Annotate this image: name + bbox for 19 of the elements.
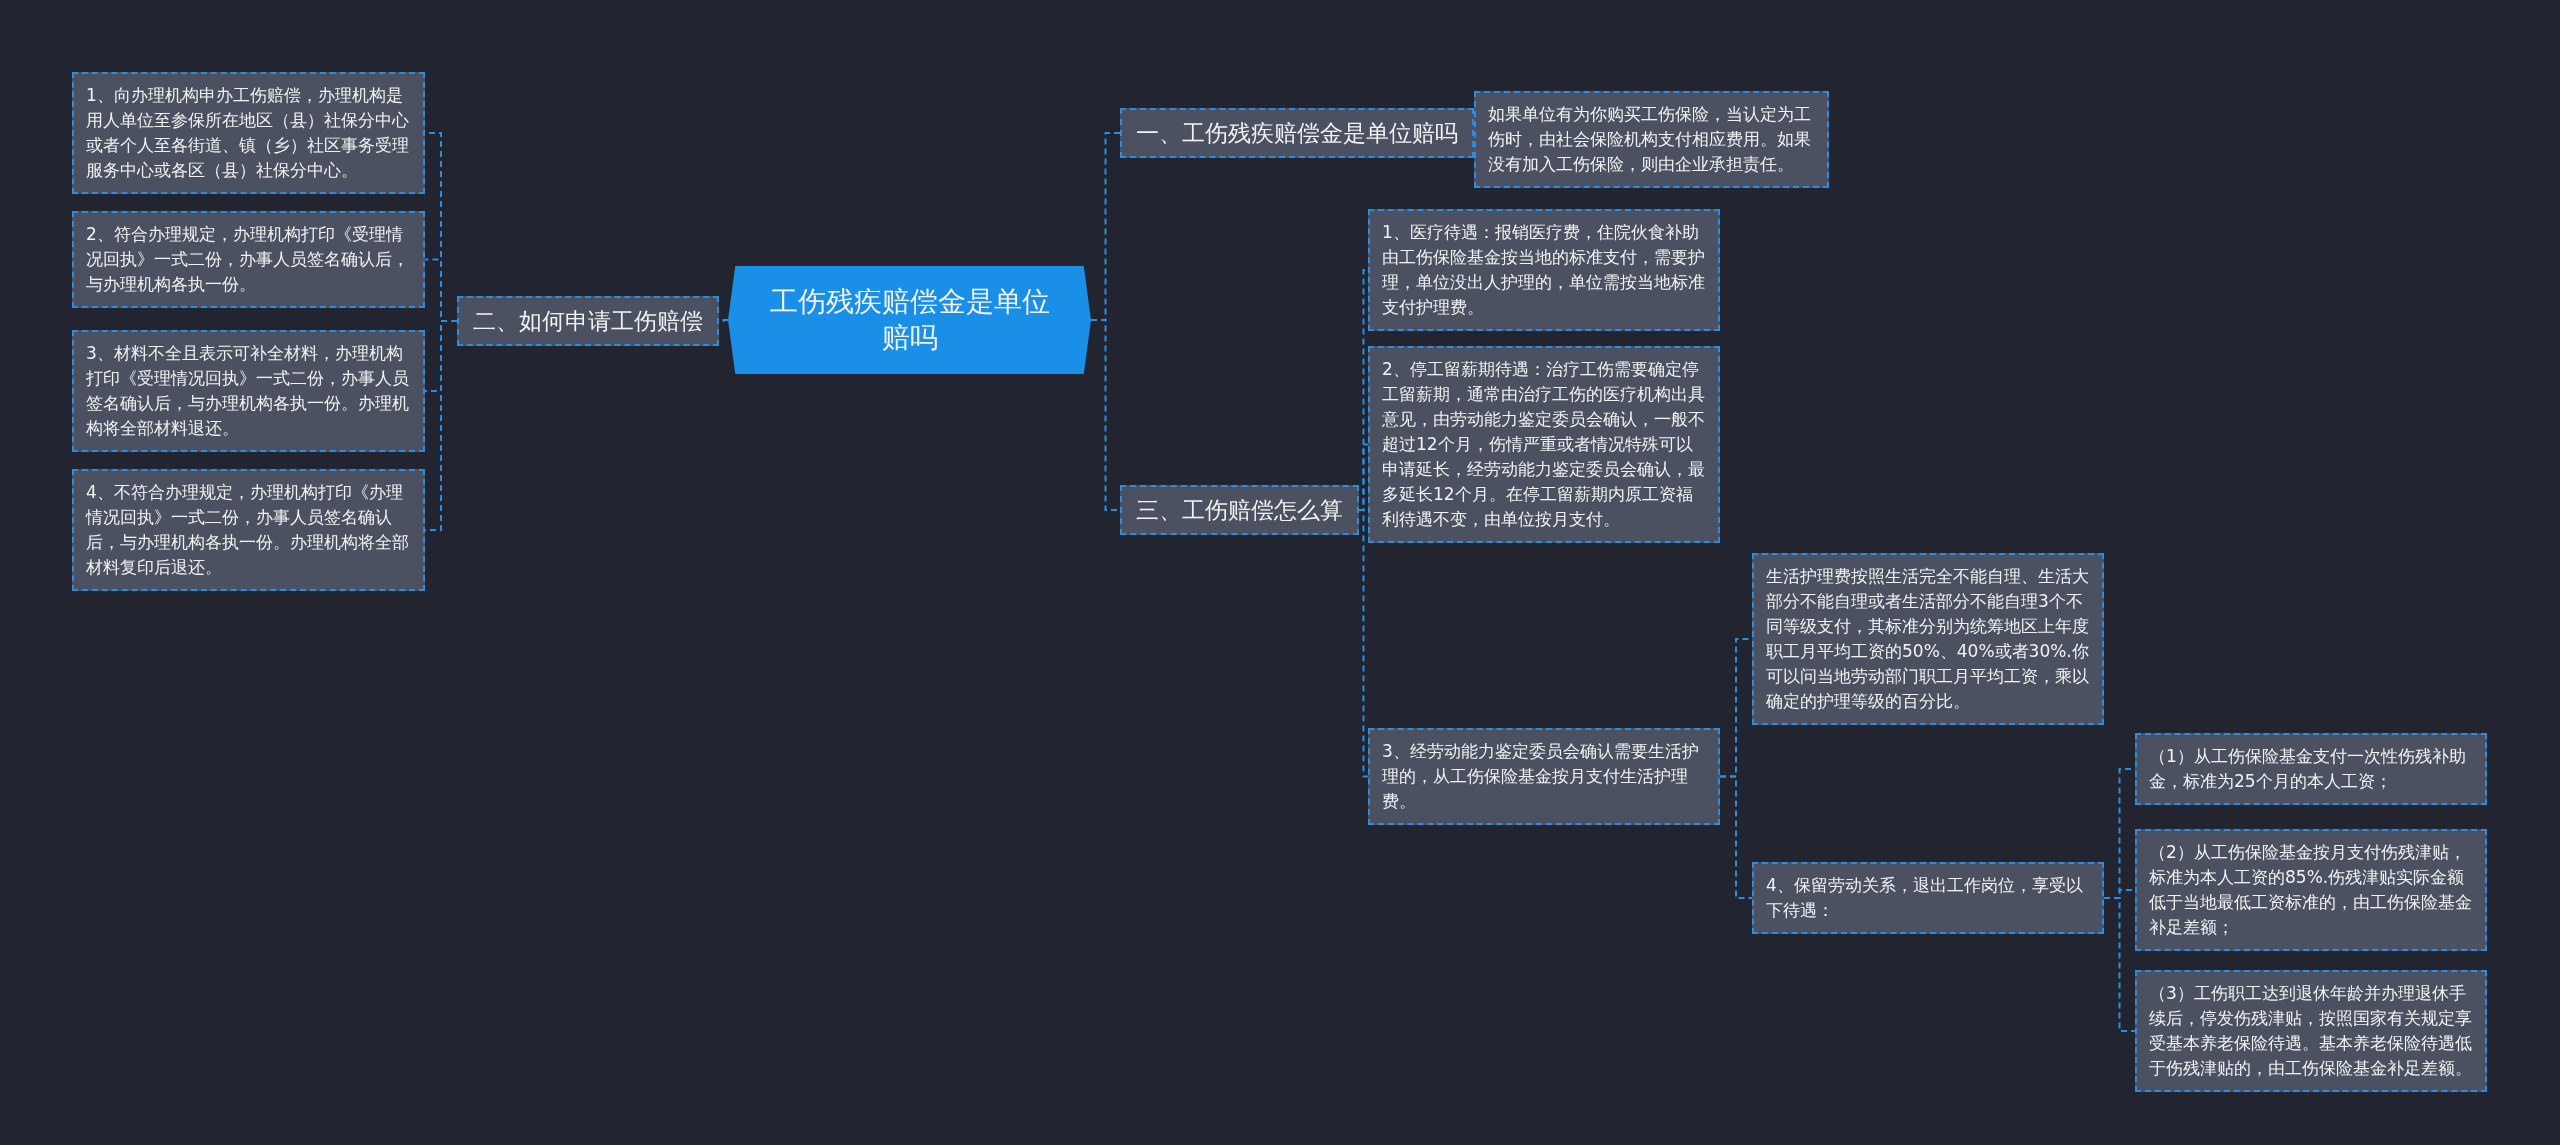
note-box: 生活护理费按照生活完全不能自理、生活大部分不能自理或者生活部分不能自理3个不同等级支付，其标准分别为统筹地区上年度职工月平均工资的50%、40%或者30%.你可以问当地劳动部门职工月平均工资，乘以确定的护理等级的百分比。 <box>1752 553 2104 725</box>
topic-box: 二、如何申请工伤赔偿 <box>457 296 719 346</box>
note-box: （2）从工伤保险基金按月支付伤残津贴，标准为本人工资的85%.伤残津贴实际金额低于当地最低工资标准的，由工伤保险基金补足差额； <box>2135 829 2487 951</box>
connector-line <box>2103 897 2136 1032</box>
topic-box: 三、工伤赔偿怎么算 <box>1120 485 1359 535</box>
note-box: 1、向办理机构申办工伤赔偿，办理机构是用人单位至参保所在地区（县）社保分中心或者个人至各街道、镇（乡）社区事务受理服务中心或各区（县）社保分中心。 <box>72 72 425 194</box>
note-box: （1）从工伤保险基金支付一次性伤残补助金，标准为25个月的本人工资； <box>2135 733 2487 805</box>
note-box: 如果单位有为你购买工伤保险，当认定为工伤时，由社会保险机构支付相应费用。如果没有加入工伤保险，则由企业承担责任。 <box>1474 91 1829 188</box>
central-topic-box: 工伤残疾赔偿金是单位赔吗 <box>728 266 1091 374</box>
topic-box: 一、工伤残疾赔偿金是单位赔吗 <box>1120 108 1474 158</box>
note-box: 2、符合办理规定，办理机构打印《受理情况回执》一式二份，办事人员签名确认后，与办理机构各执一份。 <box>72 211 425 308</box>
note-box: （3）工伤职工达到退休年龄并办理退休手续后，停发伤残津贴，按照国家有关规定享受基本养老保险待遇。基本养老保险待遇低于伤残津贴的，由工伤保险基金补足差额。 <box>2135 970 2487 1092</box>
note-box: 4、保留劳动关系，退出工作岗位，享受以下待遇： <box>1752 862 2104 934</box>
note-box: 4、不符合办理规定，办理机构打印《办理情况回执》一式二份，办事人员签名确认后，与办理机构各执一份。办理机构将全部材料复印后退还。 <box>72 469 425 591</box>
connector-line <box>1719 775 1753 899</box>
note-box: 1、医疗待遇：报销医疗费，住院伙食补助由工伤保险基金按当地的标准支付，需要护理，单位没出人护理的，单位需按当地标准支付护理费。 <box>1368 209 1720 331</box>
note-box: 3、材料不全且表示可补全材料，办理机构打印《受理情况回执》一式二份，办事人员签名确认后，与办理机构各执一份。办理机构将全部材料退还。 <box>72 330 425 452</box>
note-box: 3、经劳动能力鉴定委员会确认需要生活护理的，从工伤保险基金按月支付生活护理费。 <box>1368 728 1720 825</box>
note-box: 2、停工留薪期待遇：治疗工伤需要确定停工留薪期，通常由治疗工伤的医疗机构出具意见，由劳动能力鉴定委员会确认，一般不超过12个月，伤情严重或者情况特殊可以申请延长，经劳动能力鉴定委员会确认，最多延长12个月。在停工留薪期内原工资福利待遇不变，由单位按月支付。 <box>1368 346 1720 543</box>
